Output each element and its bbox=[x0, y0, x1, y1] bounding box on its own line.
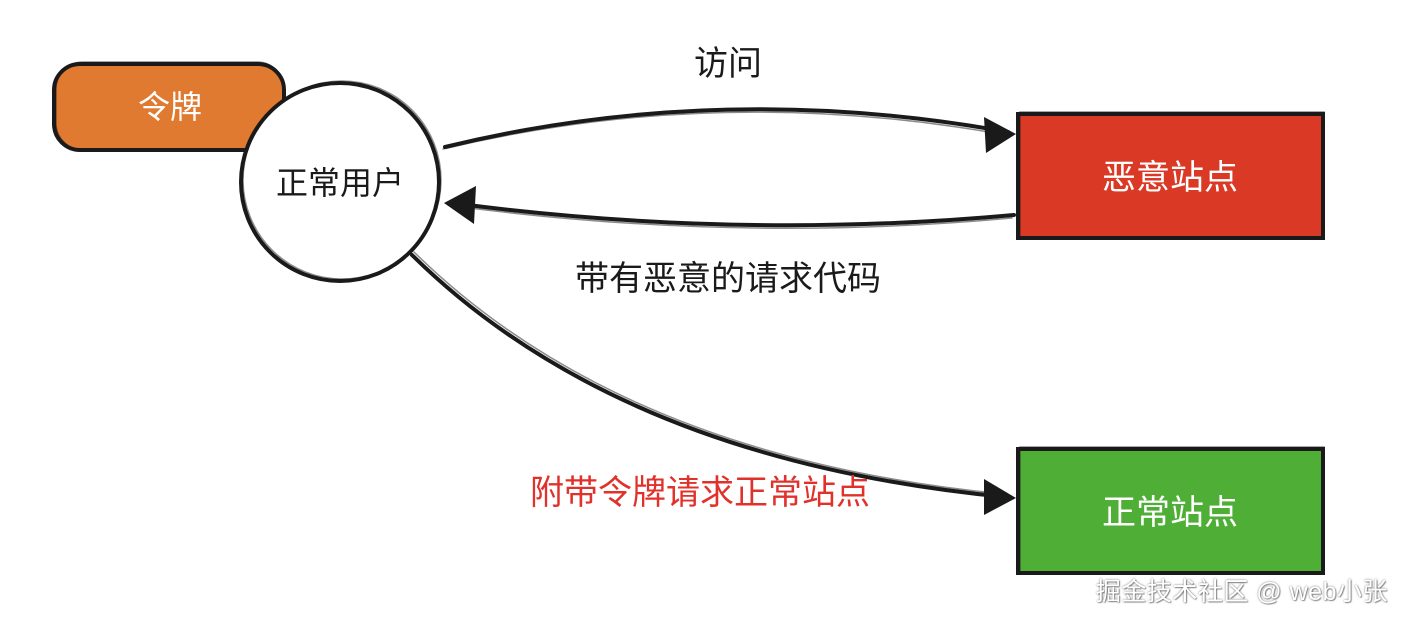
arrowhead-icon bbox=[444, 186, 476, 224]
node-label-malicious-site: 恶意站点 bbox=[1102, 158, 1238, 198]
node-malicious-site: 恶意站点 bbox=[1016, 111, 1325, 240]
arrowhead-icon bbox=[984, 479, 1016, 515]
arrowhead-icon bbox=[984, 117, 1016, 153]
edge-label-malicious-code: 带有恶意的请求代码 bbox=[575, 259, 881, 299]
node-label-normal-site: 正常站点 bbox=[1102, 493, 1238, 533]
watermark: 掘金技术社区 @ web小张 bbox=[1095, 578, 1388, 606]
node-user: 正常用户 bbox=[239, 80, 442, 283]
edge-malicious-code: 带有恶意的请求代码 bbox=[444, 186, 1016, 299]
node-normal-site: 正常站点 bbox=[1016, 446, 1325, 575]
edge-visit: 访问 bbox=[442, 44, 1016, 153]
node-label-user: 正常用户 bbox=[276, 164, 404, 202]
edge-token-request: 附带令牌请求正常站点 bbox=[410, 251, 1016, 515]
edge-label-visit: 访问 bbox=[694, 44, 762, 84]
node-token: 令牌 bbox=[52, 61, 286, 152]
node-label-token: 令牌 bbox=[138, 88, 202, 126]
edge-label-token-request: 附带令牌请求正常站点 bbox=[530, 473, 870, 513]
